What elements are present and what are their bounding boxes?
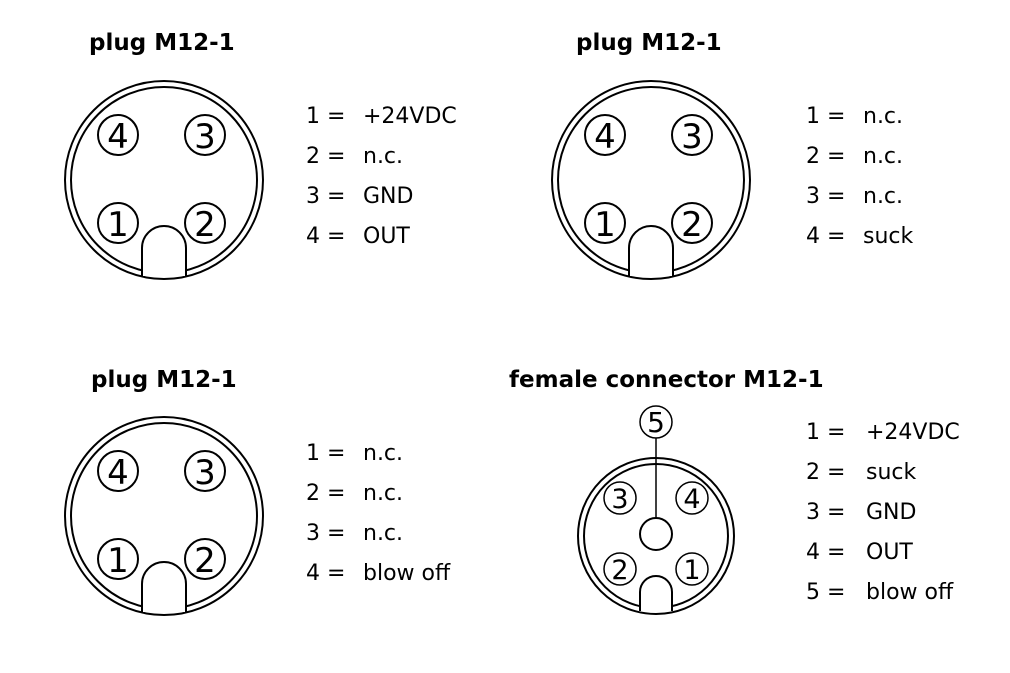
pin-1-circle: 1 (675, 552, 709, 586)
pin-4-circle: 4 (584, 114, 626, 157)
plug-title-1: plug M12-1 (89, 30, 235, 56)
pin-4-circle: 4 (675, 481, 709, 515)
svg-text:4: 4 (107, 117, 129, 157)
pin-signal: n.c. (363, 441, 404, 466)
pin-number: 4 = (306, 224, 346, 249)
svg-text:3: 3 (611, 484, 628, 515)
pin-number: 2 = (806, 144, 846, 169)
pin-signal: n.c. (363, 144, 404, 169)
pin-number: 2 = (806, 460, 846, 485)
pin-number: 5 = (806, 580, 846, 605)
svg-text:2: 2 (611, 555, 628, 586)
svg-text:2: 2 (194, 541, 216, 581)
pin-1-circle: 1 (97, 538, 139, 581)
pin-signal: n.c. (863, 104, 904, 129)
pin-assignment-list-4: 1 = +24VDC 2 = suck 3 = GND 4 = OUT 5 = blow … (806, 420, 1001, 630)
plug-connector-1: 4 3 1 2 (64, 80, 264, 280)
pin-number: 3 = (306, 184, 346, 209)
pin-3-circle: 3 (671, 114, 713, 157)
pin-number: 4 = (306, 561, 346, 586)
pin-signal: +24VDC (363, 104, 457, 129)
plug-connector-3: 4 3 1 2 (64, 416, 264, 616)
pin-number: 2 = (306, 481, 346, 506)
pin-2-circle: 2 (671, 202, 713, 245)
female-connector-title: female connector M12-1 (509, 367, 824, 393)
pin-3-circle: 3 (603, 481, 637, 515)
pin-3-circle: 3 (184, 114, 226, 157)
pin-3-circle: 3 (184, 450, 226, 493)
pin-signal: OUT (363, 224, 410, 249)
pin-4-circle: 4 (97, 114, 139, 157)
svg-text:1: 1 (683, 555, 700, 586)
plug-connector-2: 4 3 1 2 (551, 80, 751, 280)
pin-assignment-list-2: 1 = n.c. 2 = n.c. 3 = n.c. 4 = suck (806, 104, 996, 274)
pin-signal: blow off (866, 580, 954, 605)
plug-title-2: plug M12-1 (576, 30, 722, 56)
pin-assignment-list-1: 1 = +24VDC 2 = n.c. 3 = GND 4 = OUT (306, 104, 506, 274)
svg-text:3: 3 (194, 117, 216, 157)
pin-signal: n.c. (363, 481, 404, 506)
pin-number: 1 = (306, 104, 346, 129)
pin-1-circle: 1 (97, 202, 139, 245)
pin-signal: +24VDC (866, 420, 960, 445)
pin-2-circle: 2 (184, 538, 226, 581)
pin-number: 4 = (806, 540, 846, 565)
svg-text:1: 1 (594, 205, 616, 245)
pin-number: 4 = (806, 224, 846, 249)
plug-title-3: plug M12-1 (91, 367, 237, 393)
pin-signal: GND (363, 184, 414, 209)
pin-assignment-list-3: 1 = n.c. 2 = n.c. 3 = n.c. 4 = blow off (306, 441, 506, 611)
svg-text:2: 2 (681, 205, 703, 245)
pin-number: 3 = (806, 184, 846, 209)
pin-number: 1 = (306, 441, 346, 466)
pin-number: 2 = (306, 144, 346, 169)
svg-text:4: 4 (107, 453, 129, 493)
pin-signal: n.c. (863, 144, 904, 169)
pin-2-circle: 2 (603, 552, 637, 586)
svg-text:1: 1 (107, 205, 129, 245)
pin-number: 1 = (806, 420, 846, 445)
female-connector: 5 3 4 2 1 (577, 405, 735, 615)
pin-5-label: 5 (639, 405, 673, 439)
svg-text:3: 3 (194, 453, 216, 493)
pin-signal: GND (866, 500, 917, 525)
pin-2-circle: 2 (184, 202, 226, 245)
pin-number: 3 = (306, 521, 346, 546)
svg-text:2: 2 (194, 205, 216, 245)
svg-text:5: 5 (647, 406, 665, 439)
pin-signal: suck (866, 460, 917, 485)
svg-text:4: 4 (594, 117, 616, 157)
pin-signal: blow off (363, 561, 451, 586)
pin-4-circle: 4 (97, 450, 139, 493)
pin-signal: suck (863, 224, 914, 249)
svg-text:1: 1 (107, 541, 129, 581)
pin-number: 1 = (806, 104, 846, 129)
pin-number: 3 = (806, 500, 846, 525)
pin-signal: n.c. (363, 521, 404, 546)
svg-text:4: 4 (683, 484, 700, 515)
svg-text:3: 3 (681, 117, 703, 157)
pin-signal: n.c. (863, 184, 904, 209)
pin-1-circle: 1 (584, 202, 626, 245)
pin-signal: OUT (866, 540, 913, 565)
